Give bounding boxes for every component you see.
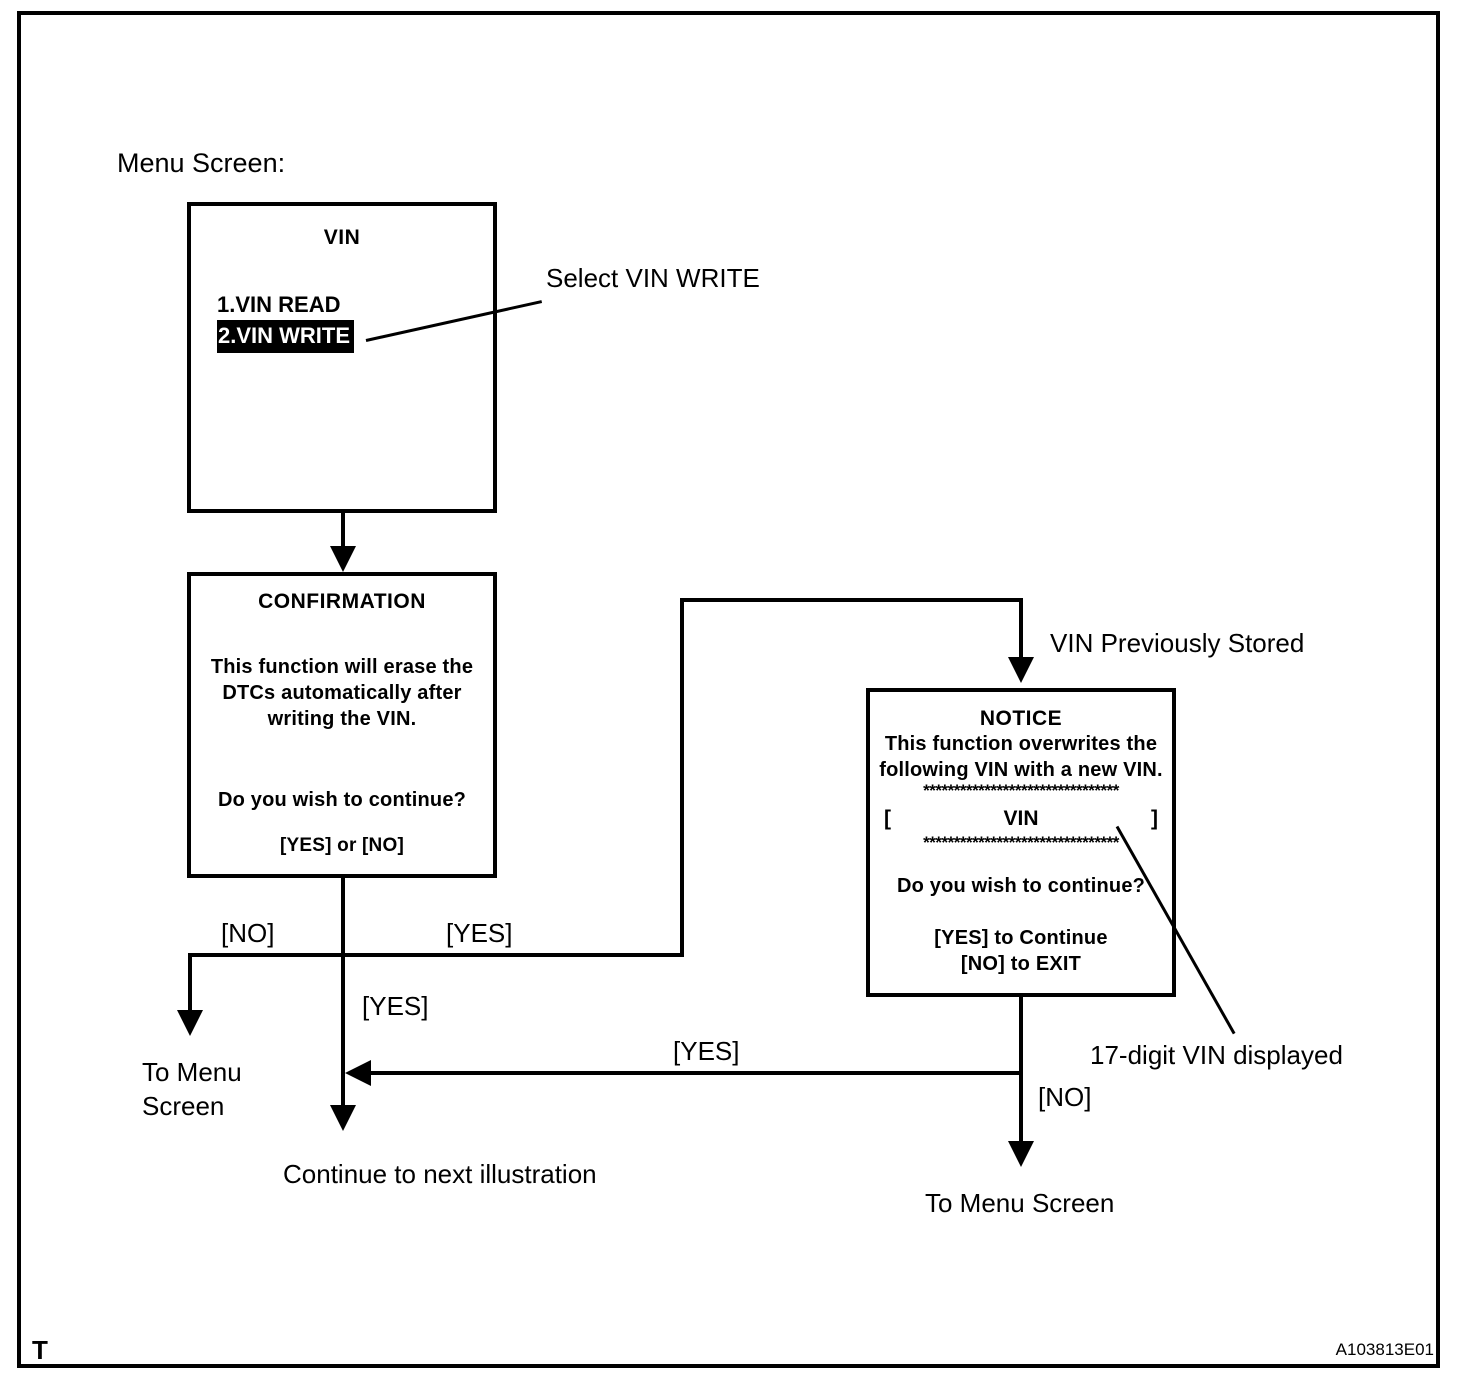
terminal-continue-next-illustration: Continue to next illustration <box>283 1159 597 1189</box>
menu-item-vin-write-row: 2.VIN WRITE <box>217 320 493 353</box>
connector-notice-yes-horizontal <box>370 1071 1021 1075</box>
notice-question: Do you wish to continue? <box>896 875 1146 897</box>
notice-option-yes: [YES] to Continue <box>934 927 1108 949</box>
notice-title: NOTICE <box>979 707 1063 730</box>
notice-separator-top: ******************************** <box>923 783 1119 799</box>
figure-id: A103813E01 <box>1335 1340 1434 1359</box>
notice-vin-slot: [ VIN ] <box>870 807 1172 831</box>
notice-screen: NOTICE This function overwrites the foll… <box>866 688 1176 997</box>
connector-confirmation-no-vertical <box>188 953 192 1016</box>
notice-bracket-open: [ <box>884 807 891 830</box>
confirmation-title: CONFIRMATION <box>258 590 426 613</box>
connector-confirmation-no-horizontal <box>188 953 343 957</box>
vin-menu-title: VIN <box>323 226 361 249</box>
notice-option-no: [NO] to EXIT <box>960 953 1082 975</box>
connector-notice-exit-stem <box>1019 997 1023 1146</box>
arrowhead-vin-to-confirmation <box>330 546 356 572</box>
annotation-select-vin-write: Select VIN WRITE <box>546 263 760 293</box>
notice-options: [YES] to Continue [NO] to EXIT <box>870 925 1172 977</box>
menu-item-vin-read[interactable]: 1.VIN READ <box>217 292 341 317</box>
flow-label-confirmation-yes-right: [YES] <box>446 918 513 948</box>
connector-confirmation-yes-horizontal-lower <box>341 953 684 957</box>
connector-notice-entry-vertical <box>1019 598 1023 660</box>
confirmation-body-line-3: writing the VIN. <box>267 708 417 730</box>
annotation-17-digit-vin: 17-digit VIN displayed <box>1090 1040 1343 1070</box>
notice-body-line-2: following VIN with a new VIN. <box>879 759 1163 781</box>
flow-label-notice-no: [NO] <box>1038 1082 1092 1112</box>
annotation-vin-previously-stored: VIN Previously Stored <box>1050 628 1305 658</box>
notice-separator-bottom: ******************************** <box>923 835 1119 851</box>
connector-vin-to-confirmation <box>341 513 345 549</box>
terminal-to-menu-screen-left-line2: Screen <box>142 1091 225 1121</box>
terminal-to-menu-screen-left-line1: To Menu <box>142 1057 242 1087</box>
notice-vin-placeholder: VIN <box>1003 807 1039 830</box>
arrowhead-confirmation-no <box>177 1010 203 1036</box>
menu-item-vin-write[interactable]: 2.VIN WRITE <box>217 320 355 353</box>
arrowhead-notice-entry <box>1008 657 1034 683</box>
terminal-to-menu-screen-right: To Menu Screen <box>925 1188 1115 1218</box>
flow-label-confirmation-yes-down: [YES] <box>362 991 429 1021</box>
confirmation-body-line-2: DTCs automatically after <box>222 682 462 704</box>
confirmation-question: Do you wish to continue? <box>217 789 467 811</box>
vin-menu-list: 1.VIN READ 2.VIN WRITE <box>191 290 493 353</box>
confirmation-screen: CONFIRMATION This function will erase th… <box>187 572 497 878</box>
confirmation-body-line-1: This function will erase the <box>210 656 474 678</box>
page-border <box>17 11 1440 1368</box>
page-title: Menu Screen: <box>117 148 286 178</box>
confirmation-options: [YES] or [NO] <box>280 835 404 856</box>
connector-confirmation-yes-horizontal-upper <box>680 598 1023 602</box>
connector-confirmation-stem <box>341 878 345 1110</box>
flow-label-notice-yes: [YES] <box>673 1036 740 1066</box>
vin-menu-screen: VIN 1.VIN READ 2.VIN WRITE <box>187 202 497 513</box>
arrowhead-continue-next <box>330 1105 356 1131</box>
flow-label-confirmation-no: [NO] <box>221 918 275 948</box>
menu-item-vin-read-row: 1.VIN READ <box>217 290 493 320</box>
connector-confirmation-yes-vertical-up <box>680 598 684 957</box>
arrowhead-notice-yes <box>345 1060 371 1086</box>
confirmation-body: This function will erase the DTCs automa… <box>191 654 493 859</box>
notice-bracket-close: ] <box>1151 807 1158 830</box>
sheet-mark: T <box>32 1335 48 1365</box>
notice-body-line-1: This function overwrites the <box>884 733 1158 755</box>
arrowhead-notice-no <box>1008 1141 1034 1167</box>
